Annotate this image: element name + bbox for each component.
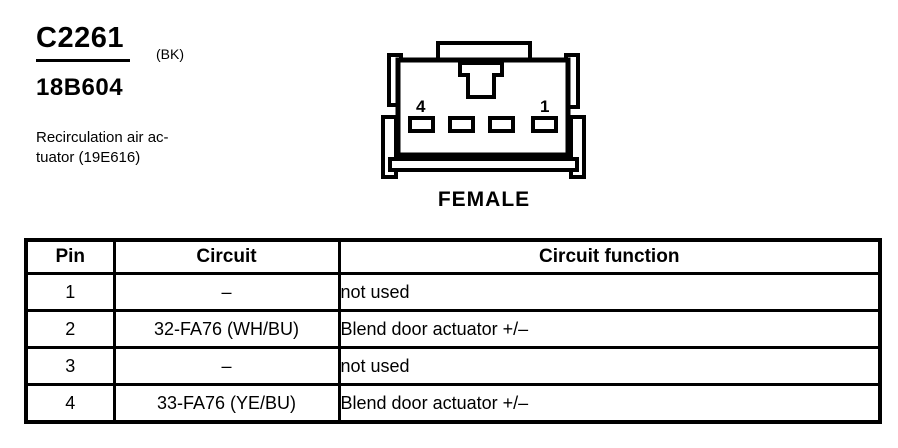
column-header-circuit-function: Circuit function xyxy=(337,238,882,275)
part-number: 18B604 xyxy=(36,74,124,101)
pin-cavity-3 xyxy=(448,116,475,133)
pin-cavity-1 xyxy=(531,116,558,133)
connector-description: Recirculation air ac- tuator (19E616) xyxy=(36,128,169,168)
connector-id-block: C2261 (BK) 18B604 Recirculation air ac- … xyxy=(36,22,184,168)
pin-1-label: 1 xyxy=(540,97,549,116)
connector-color-code: (BK) xyxy=(156,46,184,62)
circuit-cell: 33-FA76 (YE/BU) xyxy=(112,383,341,424)
pin-cell: 1 xyxy=(24,272,116,312)
description-line-2: tuator (19E616) xyxy=(36,149,141,166)
table-row: 1 – not used xyxy=(24,272,882,312)
connector-diagram: 4 1 xyxy=(378,28,590,188)
pin-cavity-2 xyxy=(488,116,515,133)
table-row: 3 – not used xyxy=(24,346,882,386)
circuit-function-cell: Blend door actuator +/– xyxy=(337,383,882,424)
table-header-row: Pin Circuit Circuit function xyxy=(24,238,882,275)
table-row: 4 33-FA76 (YE/BU) Blend door actuator +/… xyxy=(24,383,882,424)
circuit-cell: – xyxy=(112,272,341,312)
circuit-function-cell: Blend door actuator +/– xyxy=(337,309,882,349)
circuit-cell: – xyxy=(112,346,341,386)
circuit-function-cell: not used xyxy=(337,346,882,386)
connector-face-drawing: 4 1 xyxy=(381,41,586,179)
column-header-circuit: Circuit xyxy=(112,238,341,275)
pin-cell: 4 xyxy=(24,383,116,424)
pin-4-label: 4 xyxy=(416,97,426,116)
gender-label: FEMALE xyxy=(437,188,531,211)
pin-cell: 3 xyxy=(24,346,116,386)
column-header-pin: Pin xyxy=(24,238,116,275)
table-row: 2 32-FA76 (WH/BU) Blend door actuator +/… xyxy=(24,309,882,349)
pin-cell: 2 xyxy=(24,309,116,349)
circuit-function-cell: not used xyxy=(337,272,882,312)
pinout-table: Pin Circuit Circuit function 1 – not use… xyxy=(24,238,882,424)
pin-cavity-4 xyxy=(408,116,435,133)
keying-feature xyxy=(458,61,504,99)
circuit-cell: 32-FA76 (WH/BU) xyxy=(112,309,341,349)
description-line-1: Recirculation air ac- xyxy=(36,129,169,146)
connector-id: C2261 xyxy=(36,22,130,62)
base-bar xyxy=(388,157,579,172)
